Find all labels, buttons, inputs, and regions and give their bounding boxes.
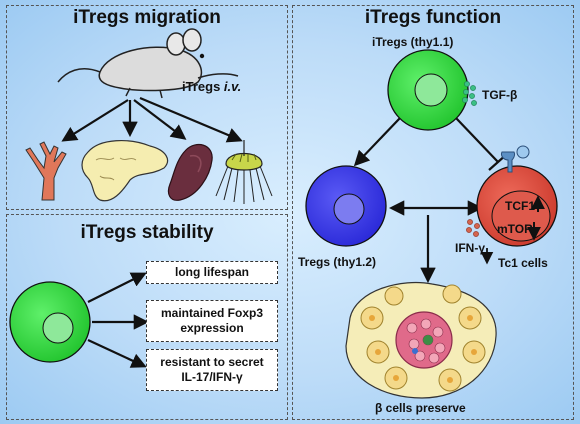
- tregs-cell: [305, 165, 387, 247]
- stability-title: iTregs stability: [80, 222, 214, 243]
- beta-cells-label: β cells preserve: [375, 401, 466, 415]
- migration-arrows: [61, 96, 243, 143]
- tc1-label: Tc1 cells: [498, 256, 548, 270]
- lymph-node-icon: [215, 140, 273, 204]
- itregs-thy-label: iTregs (thy1.1): [372, 35, 454, 49]
- receptor-icon: [501, 145, 530, 173]
- spleen-icon: [167, 143, 213, 201]
- resistant-line2: IL-17/IFN-γ: [181, 370, 243, 384]
- foxp3-line2: expression: [180, 321, 244, 335]
- function-panel: [292, 5, 574, 420]
- injection-cell-name: iTregs: [182, 79, 221, 94]
- injection-label: iTregs i.v.: [182, 79, 241, 94]
- stability-panel: [6, 214, 288, 420]
- lifespan-text: long lifespan: [174, 265, 249, 279]
- mtor-label: mTOR: [497, 222, 533, 236]
- pancreas-icon: [81, 140, 169, 202]
- function-arrows: [353, 117, 508, 284]
- foxp3-box: maintained Foxp3 expression: [146, 300, 278, 342]
- islet-icon: [345, 281, 497, 399]
- tgf-beta-icon: [462, 81, 477, 106]
- tcf1-label: TCF1: [505, 199, 535, 213]
- function-title: iTregs function: [364, 7, 502, 28]
- foxp3-line1: maintained Foxp3: [160, 306, 264, 320]
- mouse-icon: [57, 28, 239, 99]
- resistant-box: resistant to secret IL-17/IFN-γ: [146, 349, 278, 391]
- lifespan-box: long lifespan: [146, 261, 278, 284]
- resistant-line1: resistant to secret: [160, 355, 264, 369]
- tgf-beta-label: TGF-β: [482, 88, 518, 102]
- lung-icon: [25, 141, 67, 201]
- migration-panel: [6, 5, 288, 210]
- stability-itreg-cell: [9, 281, 91, 363]
- stability-arrows: [87, 272, 150, 368]
- tregs-label: Tregs (thy1.2): [298, 255, 377, 269]
- ifn-gamma-label: IFN-γ: [455, 241, 485, 255]
- ifn-gamma-icon: [466, 219, 480, 237]
- injection-route: i.v.: [223, 79, 242, 94]
- migration-title: iTregs migration: [73, 7, 221, 28]
